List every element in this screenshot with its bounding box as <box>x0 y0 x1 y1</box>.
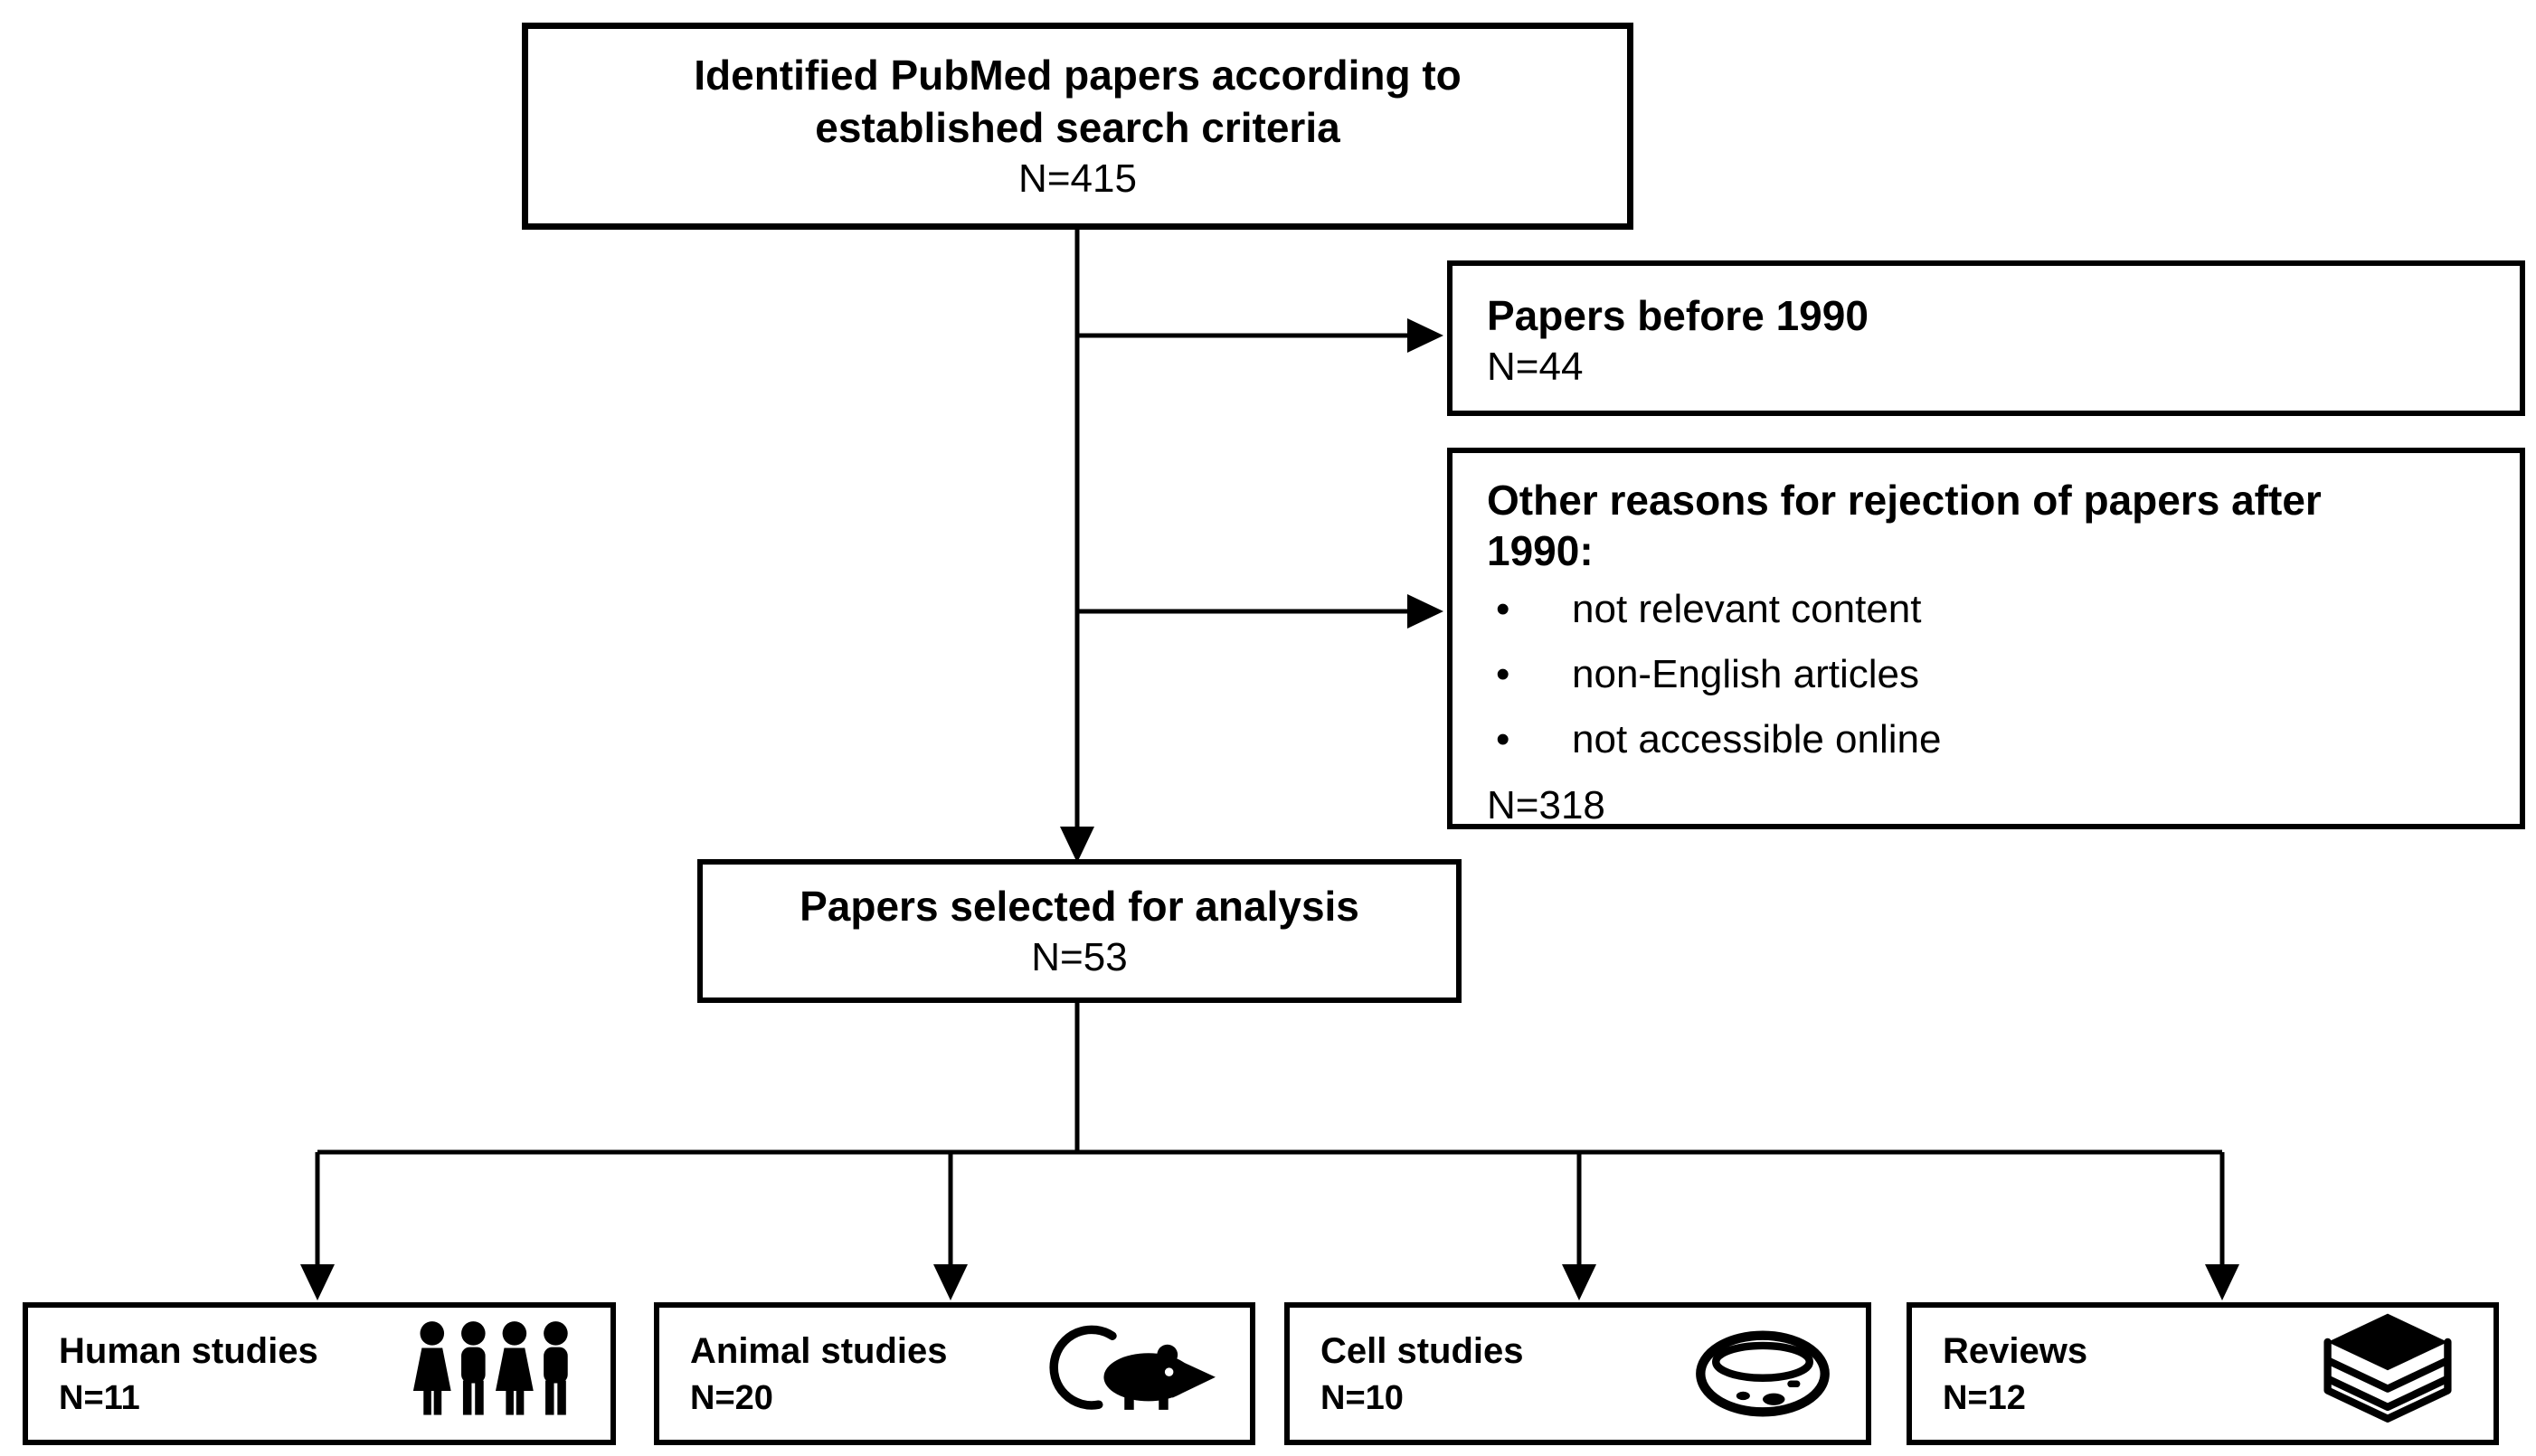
other-reasons-title-line-1: Other reasons for rejection of papers af… <box>1487 477 2322 524</box>
books-icon <box>2313 1309 2463 1439</box>
other-reasons-count: N=318 <box>1487 783 1605 827</box>
box-other-reasons: Other reasons for rejection of papers af… <box>1447 448 2525 829</box>
reviews-count: N=12 <box>1943 1379 2026 1417</box>
box-papers-selected: Papers selected for analysis N=53 <box>697 859 1462 1003</box>
box-human-studies: Human studies N=11 <box>23 1302 616 1445</box>
arrowhead-to-before-1990 <box>1407 318 1443 353</box>
human-studies-count: N=11 <box>59 1379 140 1417</box>
cell-studies-count: N=10 <box>1320 1379 1404 1417</box>
arrowhead-to-reviews <box>2205 1264 2239 1300</box>
box-cell-studies: Cell studies N=10 <box>1284 1302 1871 1445</box>
selected-count: N=53 <box>1031 934 1128 979</box>
arrowhead-to-animal <box>933 1264 968 1300</box>
bullet-icon: • <box>1496 652 1510 696</box>
identified-papers-count: N=415 <box>1018 156 1137 201</box>
arrowhead-to-selected <box>1060 827 1094 863</box>
people-icon <box>412 1320 580 1427</box>
animal-studies-count: N=20 <box>690 1379 773 1417</box>
box-animal-studies: Animal studies N=20 <box>654 1302 1255 1445</box>
bullet-icon: • <box>1496 587 1510 631</box>
reviews-title: Reviews <box>1943 1331 2088 1371</box>
rejection-reason: non-English articles <box>1572 652 1919 696</box>
petri-dish-icon <box>1690 1324 1835 1423</box>
reviews-text: Reviews N=12 <box>1943 1327 2087 1421</box>
box-reviews: Reviews N=12 <box>1907 1302 2499 1445</box>
selected-title: Papers selected for analysis <box>800 882 1359 930</box>
animal-studies-title: Animal studies <box>690 1331 948 1371</box>
rejection-reason: not relevant content <box>1572 587 1922 631</box>
before-1990-count: N=44 <box>1487 345 1584 389</box>
arrowhead-to-human <box>300 1264 335 1300</box>
box-identified-papers: Identified PubMed papers according to es… <box>522 23 1633 230</box>
rejection-reason: not accessible online <box>1572 717 1942 761</box>
list-item: • not relevant content <box>1487 585 2485 634</box>
box-papers-before-1990: Papers before 1990 N=44 <box>1447 260 2525 416</box>
rejection-reasons-list: • not relevant content • non-English art… <box>1487 585 2485 764</box>
human-studies-text: Human studies N=11 <box>59 1327 318 1421</box>
list-item: • non-English articles <box>1487 650 2485 699</box>
list-item: • not accessible online <box>1487 715 2485 764</box>
cell-studies-title: Cell studies <box>1320 1331 1524 1371</box>
arrowhead-to-cell <box>1562 1264 1596 1300</box>
cell-studies-text: Cell studies N=10 <box>1320 1327 1524 1421</box>
identified-title-line-1: Identified PubMed papers according to <box>694 51 1462 99</box>
animal-studies-text: Animal studies N=20 <box>690 1327 948 1421</box>
other-reasons-title-line-2: 1990: <box>1487 527 1594 574</box>
before-1990-title: Papers before 1990 <box>1487 292 1869 339</box>
human-studies-title: Human studies <box>59 1331 318 1371</box>
other-reasons-title: Other reasons for rejection of papers af… <box>1487 475 2485 576</box>
identified-title-line-2: established search criteria <box>815 103 1340 151</box>
bullet-icon: • <box>1496 717 1510 761</box>
identified-papers-title: Identified PubMed papers according to es… <box>694 49 1462 154</box>
arrowhead-to-other-reasons <box>1407 594 1443 629</box>
rat-icon <box>1038 1322 1219 1425</box>
